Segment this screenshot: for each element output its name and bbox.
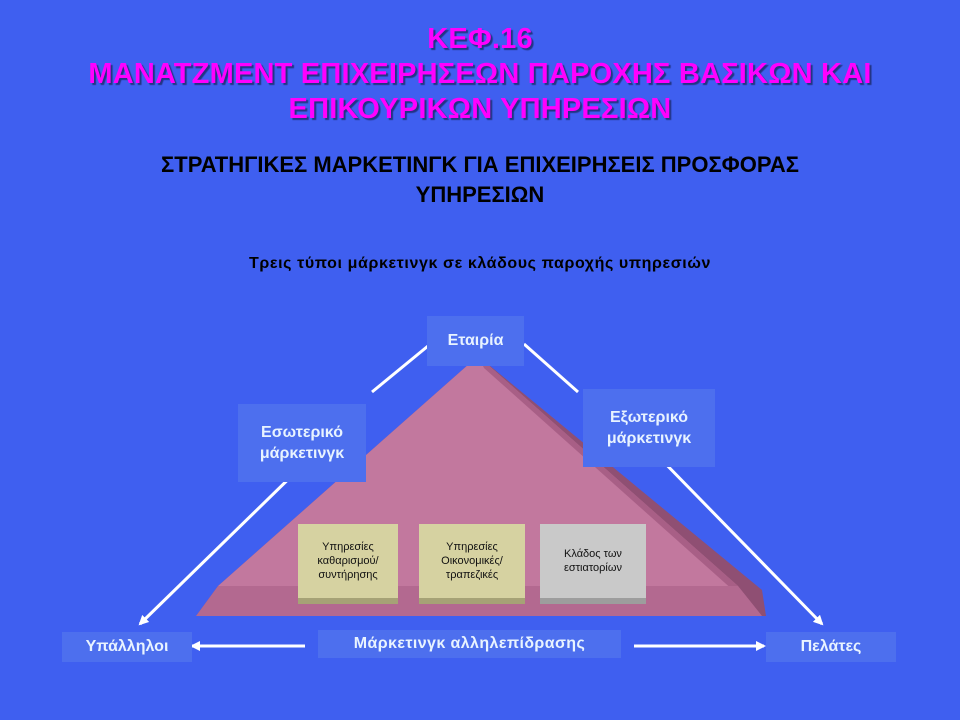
slide-subtitle: ΣΤΡΑΤΗΓΙΚΕΣ ΜΑΡΚΕΤΙΝΓΚ ΓΙΑ ΕΠΙΧΕΙΡΗΣΕΙΣ … [60, 150, 900, 210]
sector-box-line: Κλάδος των [564, 548, 622, 560]
external-marketing-line-1: Εξωτερικό [609, 409, 689, 426]
company-internal-connector [371, 344, 429, 394]
external-to-customers-arrow [654, 452, 824, 626]
sector-box-line: Υπηρεσίες [322, 541, 374, 553]
chapter-title-line-2: ΜΑΝΑΤΖΜΕΝΤ ΕΠΙΧΕΙΡΗΣΕΩΝ ΠΑΡΟΧΗΣ ΒΑΣΙΚΩΝ … [88, 58, 872, 90]
external-marketing-node: Εξωτερικό μάρκετινγκ [583, 389, 715, 467]
sector-box-line: καθαρισμού/ [317, 555, 379, 567]
employees-node: Υπάλληλοι [62, 632, 192, 662]
triangle-side [478, 356, 762, 616]
internal-marketing-node: Εσωτερικό μάρκετινγκ [238, 404, 366, 482]
internal-marketing-line-1: Εσωτερικό [261, 424, 343, 441]
sector-box-bevel [540, 596, 646, 604]
chapter-title: ΚΕΦ.16 ΜΑΝΑΤΖΜΕΝΤ ΕΠΙΧΕΙΡΗΣΕΩΝ ΠΑΡΟΧΗΣ Β… [40, 22, 920, 127]
diagram-caption: Τρεις τύποι μάρκετινγκ σε κλάδους παροχή… [249, 255, 711, 272]
sector-box-finance: Υπηρεσίες Οικονομικές/ τραπεζικές [419, 524, 525, 598]
external-marketing-line-2: μάρκετινγκ [606, 430, 692, 447]
company-external-connector [523, 342, 579, 394]
sector-box-line: Υπηρεσίες [446, 541, 498, 553]
sector-box-line: Οικονομικές/ [441, 555, 503, 567]
slide-subtitle-line-2: ΥΠΗΡΕΣΙΩΝ [415, 182, 545, 207]
slide-subtitle-line-1: ΣΤΡΑΤΗΓΙΚΕΣ ΜΑΡΚΕΤΙΝΓΚ ΓΙΑ ΕΠΙΧΕΙΡΗΣΕΙΣ … [161, 152, 799, 177]
sector-box-line: τραπεζικές [445, 569, 499, 581]
internal-to-employees-arrow [138, 460, 308, 626]
internal-marketing-line-2: μάρκετινγκ [259, 445, 345, 462]
customers-node: Πελάτες [766, 632, 896, 662]
sector-box-bevel [419, 596, 525, 604]
sector-box-bevel [298, 596, 398, 604]
sector-box-cleaning: Υπηρεσίες καθαρισμού/ συντήρησης [298, 524, 398, 598]
chapter-title-line-1: ΚΕΦ.16 [427, 23, 533, 55]
interactive-marketing-node: Μάρκετινγκ αλληλεπίδρασης [318, 630, 621, 658]
company-node: Εταιρία [427, 316, 524, 366]
sector-box-line: εστιατορίων [564, 562, 622, 574]
chapter-title-line-3: ΕΠΙΚΟΥΡΙΚΩΝ ΥΠΗΡΕΣΙΩΝ [288, 93, 672, 125]
sector-box-line: συντήρησης [318, 569, 378, 581]
sector-box-restaurants: Κλάδος των εστιατορίων [540, 524, 646, 598]
